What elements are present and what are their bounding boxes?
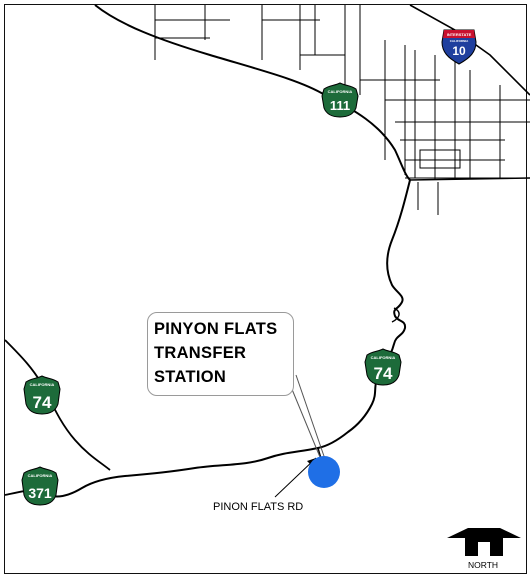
map-frame xyxy=(4,4,527,574)
city-street-grid xyxy=(154,5,530,215)
interstate-number: 10 xyxy=(452,44,466,58)
sr-74-east-state: CALIFORNIA xyxy=(371,355,396,360)
road-label: PINON FLATS RD xyxy=(213,501,304,513)
sr-74-east-shield: CALIFORNIA 74 xyxy=(364,348,402,386)
sr-111-number: 111 xyxy=(330,98,350,113)
interstate-10-shield: INTERSTATE CALIFORNIA 10 xyxy=(441,29,477,65)
sr-111-state: CALIFORNIA xyxy=(328,89,353,94)
sr-74-west-state: CALIFORNIA xyxy=(30,382,55,387)
callout-leader xyxy=(288,374,327,463)
interstate-top-text: INTERSTATE xyxy=(447,32,472,37)
sr-74-west-shield: CALIFORNIA 74 xyxy=(23,375,61,415)
interstate-sub-text: CALIFORNIA xyxy=(450,39,469,43)
north-label: NORTH xyxy=(468,560,499,570)
site-callout: PINYON FLATS TRANSFER STATION xyxy=(147,312,294,396)
major-roads xyxy=(4,4,530,498)
north-arrow-icon xyxy=(447,528,521,556)
sr-371-number: 371 xyxy=(28,485,52,501)
callout-line-3: STATION xyxy=(154,368,227,386)
callout-line-1: PINYON FLATS xyxy=(154,320,278,338)
sr-111-shield: CALIFORNIA 111 xyxy=(321,82,359,118)
site-marker[interactable] xyxy=(308,456,340,488)
sr-371-shield: CALIFORNIA 371 xyxy=(21,466,59,506)
sr-74-west-number: 74 xyxy=(33,393,52,412)
sr-371-state: CALIFORNIA xyxy=(28,473,53,478)
sr-74-east-number: 74 xyxy=(374,364,393,383)
callout-line-2: TRANSFER xyxy=(154,344,247,362)
